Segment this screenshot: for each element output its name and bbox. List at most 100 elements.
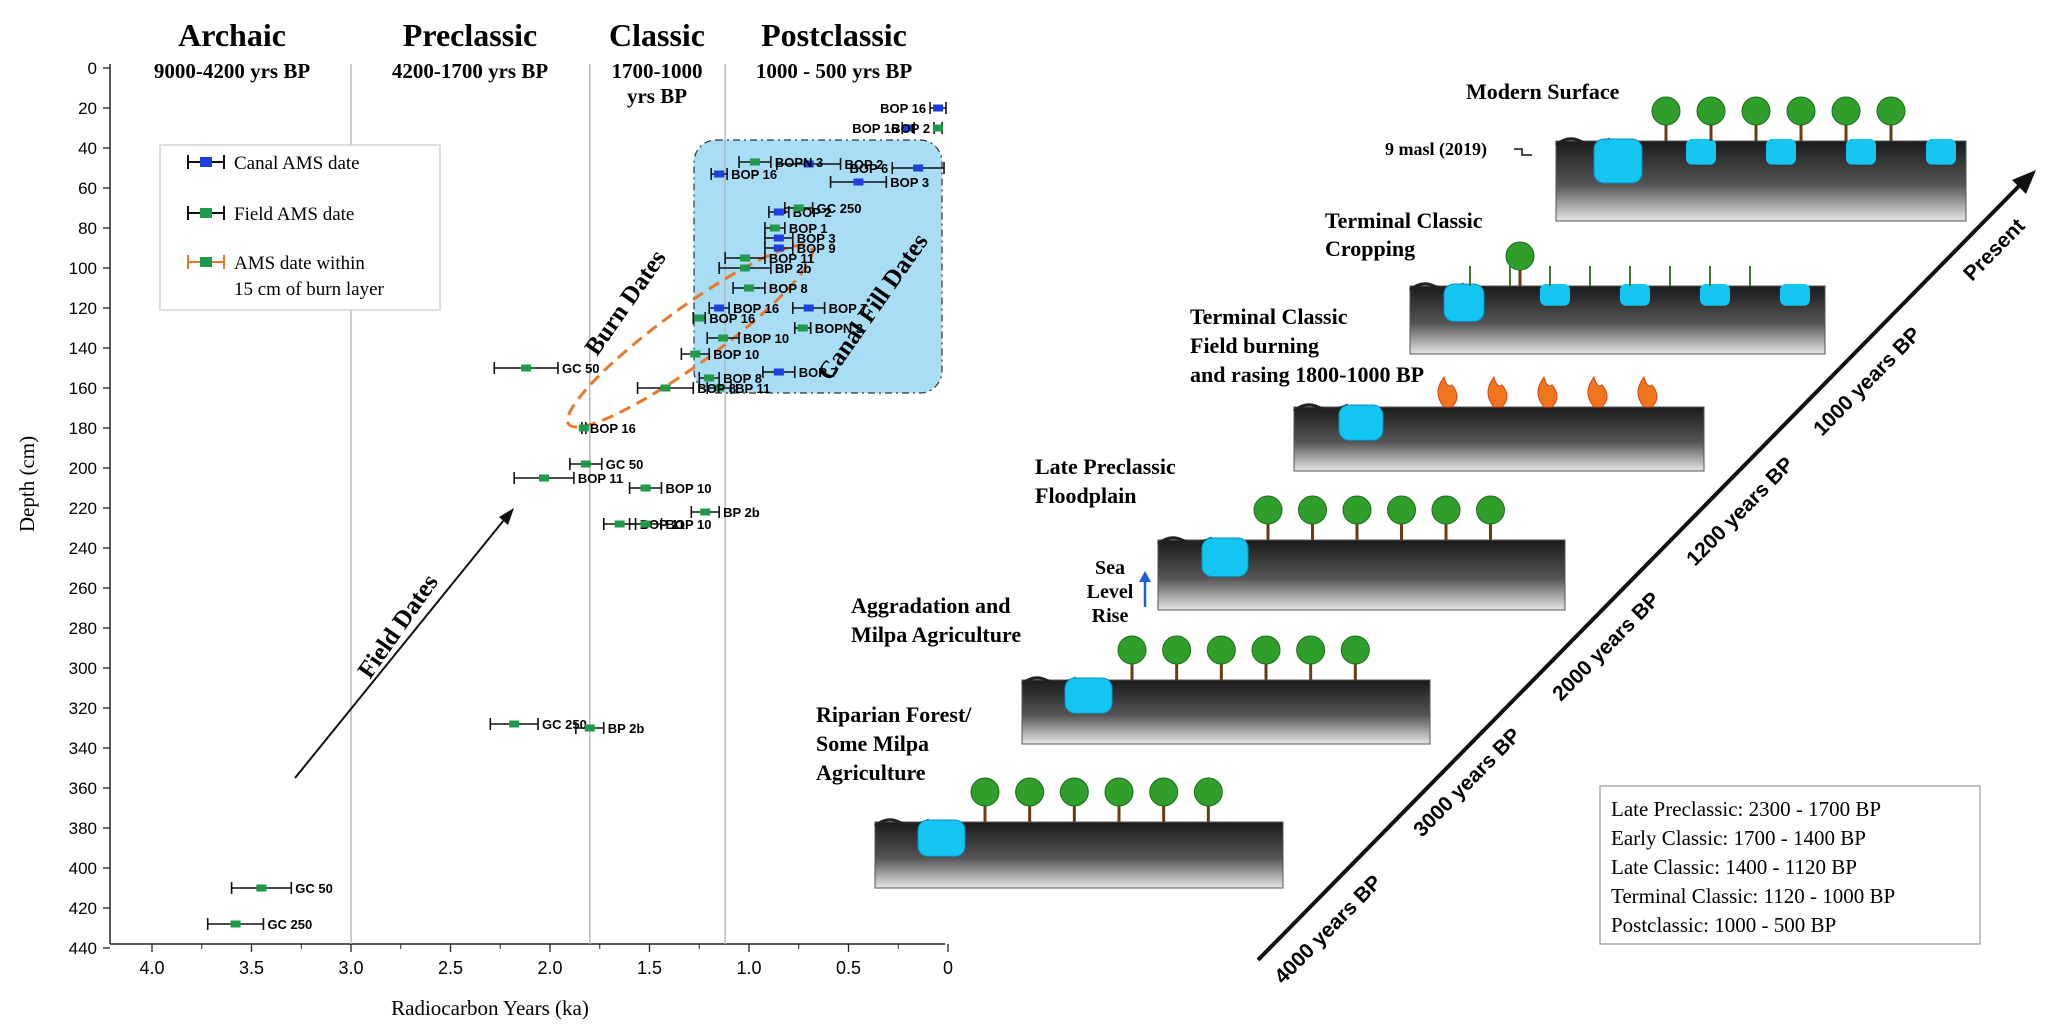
landscape-stage — [1021, 635, 1431, 745]
point-label: BP 2b — [608, 721, 645, 736]
legend-label-burn-2: 15 cm of burn layer — [234, 279, 385, 300]
y-tick-label: 180 — [69, 419, 97, 438]
point-marker — [803, 160, 814, 168]
period-legend-item: Early Classic: 1700 - 1400 BP — [1611, 826, 1866, 850]
point-label: BOP 7 — [799, 365, 838, 380]
point-label: BOP 10 — [713, 347, 759, 362]
data-point: BOP 7 — [762, 365, 838, 380]
landscape-stage — [874, 777, 1284, 889]
sea-level-rise: Sea Level Rise — [1087, 557, 1151, 627]
tree-icon — [1117, 635, 1147, 665]
point-label: BOP 16 — [709, 311, 755, 326]
y-tick-label: 0 — [88, 59, 97, 78]
canal-water — [917, 819, 966, 857]
canal-water — [1593, 138, 1643, 184]
x-tick-label: 3.5 — [239, 958, 264, 978]
landscape-stages — [874, 96, 1967, 889]
period-postclassic-name: Postclassic — [761, 17, 907, 53]
chart-legend: Canal AMS date Field AMS date AMS date w… — [159, 144, 441, 311]
y-tick-label: 220 — [69, 499, 97, 518]
point-marker — [509, 720, 520, 728]
tree-icon — [1298, 495, 1327, 525]
point-marker — [539, 474, 550, 482]
point-label: BP 11 — [735, 381, 770, 396]
data-point: BOP 8 — [636, 381, 736, 396]
point-marker — [773, 244, 784, 252]
point-label: BOP 10 — [665, 481, 711, 496]
point-label: GC 50 — [606, 457, 644, 472]
stage-burning-title-3: and rasing 1800-1000 BP — [1190, 362, 1424, 387]
tree-icon — [1162, 635, 1192, 665]
period-legend-item: Late Preclassic: 2300 - 1700 BP — [1611, 797, 1881, 821]
tree-icon — [1786, 96, 1816, 126]
y-tick-label: 60 — [78, 179, 97, 198]
fire-icon — [1587, 375, 1608, 408]
data-point: BOP 6 — [849, 161, 945, 176]
period-legend: Late Preclassic: 2300 - 1700 BP Early Cl… — [1599, 785, 1981, 945]
legend-marker-burn — [187, 255, 225, 269]
point-marker — [640, 520, 651, 528]
tree-icon — [1342, 495, 1372, 525]
landscape-stage — [1555, 96, 1967, 222]
tree-icon — [1104, 777, 1134, 807]
data-point: BOPN 3 — [738, 155, 823, 170]
point-label: BOP 1 — [789, 221, 828, 236]
x-tick-label: 1.0 — [736, 958, 761, 978]
data-point: BP 2b — [690, 505, 760, 520]
point-marker — [749, 158, 760, 166]
point-marker — [773, 368, 784, 376]
data-point: BOP 10 — [628, 481, 711, 496]
point-marker — [660, 384, 671, 392]
point-marker — [714, 304, 725, 312]
point-label: BOP 16 — [880, 101, 926, 116]
data-point: BOP 11 — [724, 251, 814, 266]
legend-label-field: Field AMS date — [234, 204, 354, 225]
tree-icon — [1253, 495, 1283, 525]
point-label: BP 2b — [775, 261, 812, 276]
legend-label-canal: Canal AMS date — [234, 153, 360, 174]
stage-riparian-title-2: Some Milpa — [816, 731, 929, 756]
point-label: BOP 16 — [733, 301, 779, 316]
y-tick-label: 360 — [69, 779, 97, 798]
tree-icon — [1015, 777, 1045, 807]
point-label: GC 50 — [562, 361, 600, 376]
y-tick-label: 40 — [78, 139, 97, 158]
y-tick-label: 80 — [78, 219, 97, 238]
field-ditch-water — [1846, 139, 1876, 165]
data-point: BOP 10 — [628, 517, 711, 532]
data-point: BOP 1 — [764, 221, 828, 236]
point-marker — [690, 350, 701, 358]
point-marker — [256, 884, 267, 892]
point-label: BOP 8 — [723, 371, 762, 386]
data-point: GC 250 — [784, 201, 862, 216]
point-marker — [580, 460, 591, 468]
legend-box — [159, 144, 441, 311]
stage-floodplain-title-2: Floodplain — [1035, 483, 1136, 508]
point-label: BOP 9 — [797, 241, 836, 256]
point-label: BOP 6 — [849, 161, 888, 176]
y-tick-label: 100 — [69, 259, 97, 278]
period-archaic-range: 9000-4200 yrs BP — [154, 59, 310, 83]
tree-icon — [1876, 96, 1906, 126]
point-label: BOP 11 — [578, 471, 623, 486]
fire-icon — [1637, 375, 1658, 408]
tree-icon — [1296, 635, 1326, 665]
point-label: BP 2b — [723, 505, 760, 520]
tree-icon — [1149, 777, 1179, 807]
y-tick-label: 300 — [69, 659, 97, 678]
data-point: BOP 8 — [698, 371, 762, 386]
point-marker — [714, 170, 725, 178]
data-point: BOP 16 — [880, 101, 947, 116]
data-point: BOP 10 — [680, 347, 759, 362]
field-dates-arrow — [294, 508, 514, 779]
y-tick-label: 280 — [69, 619, 97, 638]
stage-modern-title: Modern Surface — [1466, 79, 1620, 104]
x-tick-label: 0.5 — [836, 958, 861, 978]
legend-marker-field — [187, 206, 225, 220]
point-label: GC 250 — [817, 201, 862, 216]
stage-aggradation-title-2: Milpa Agriculture — [851, 622, 1021, 647]
y-tick-label: 200 — [69, 459, 97, 478]
period-postclassic-range: 1000 - 500 yrs BP — [756, 59, 912, 83]
timeline-arrow — [1256, 170, 2036, 962]
